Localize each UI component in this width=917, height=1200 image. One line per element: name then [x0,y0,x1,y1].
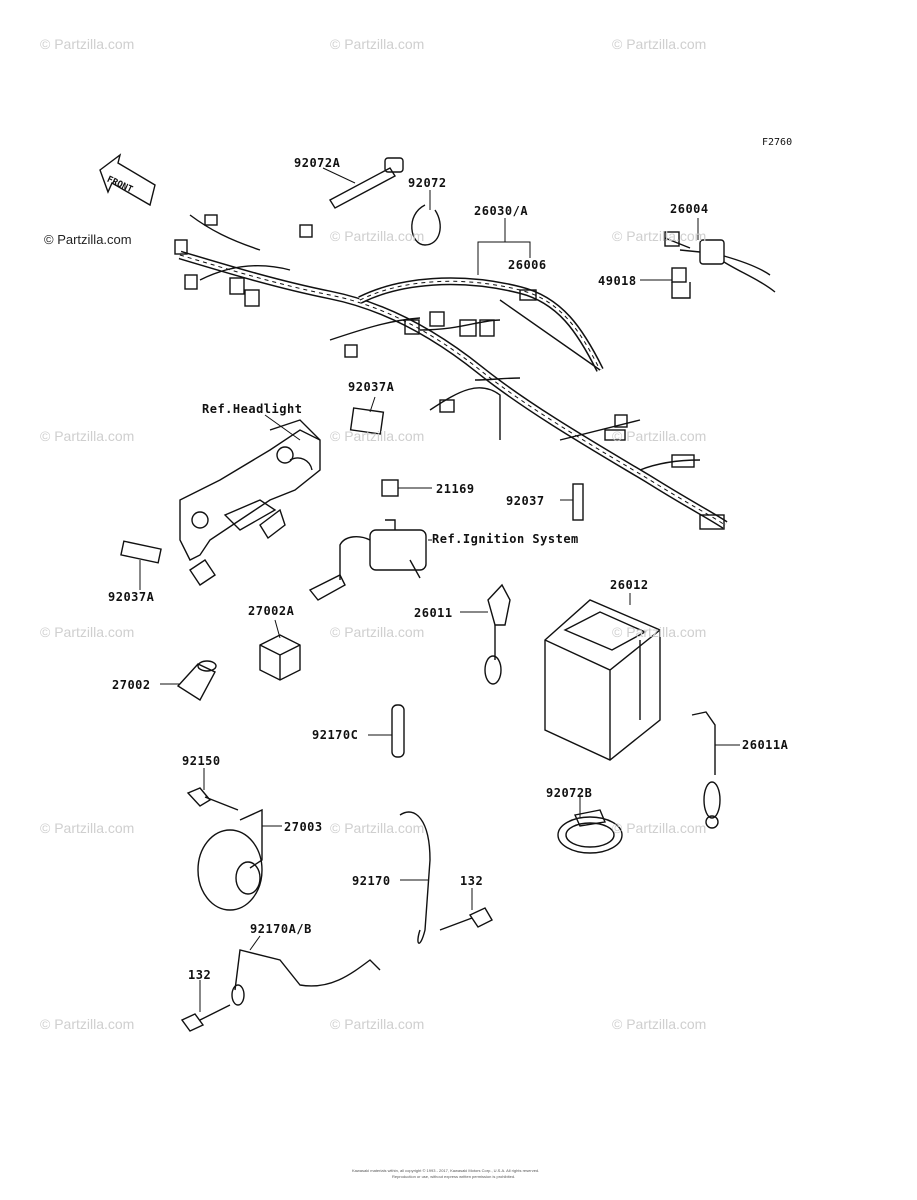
relay-27002A [259,634,301,681]
band-92037 [572,483,584,521]
battery-26012 [544,599,661,761]
callout-26006: 26006 [508,258,547,272]
copyright-line-2: Reproduction or use, without express wri… [392,1174,516,1179]
band-92037A-bottom [120,540,162,564]
callout-ref-headlight: Ref.Headlight [202,402,303,416]
callout-132-right: 132 [460,874,484,888]
stay-92170C [391,704,405,758]
callout-27002: 27002 [112,678,151,692]
callout-26011A: 26011A [742,738,789,752]
callout-27002A: 27002A [248,604,295,618]
stay-92170AB [231,949,381,1006]
bolt-132-right [439,907,493,931]
stay-92170 [399,811,431,944]
part-49018 [671,267,691,299]
wire-harness-26030 [174,214,728,530]
callout-92072: 92072 [408,176,447,190]
watermark: © Partzilla.com [330,624,425,640]
watermark: © Partzilla.com [330,820,425,836]
callout-26004: 26004 [670,202,709,216]
watermark: © Partzilla.com [40,1016,135,1032]
bolt-132-left [180,1004,231,1032]
callout-49018: 49018 [598,274,637,288]
clamp-92072B [557,809,623,854]
watermark: © Partzilla.com [40,36,135,52]
watermark: © Partzilla.com [330,36,425,52]
clamp-92072 [411,204,441,246]
callout-21169: 21169 [436,482,475,496]
watermark: © Partzilla.com [612,1016,707,1032]
relay-26004 [664,231,776,293]
watermark: © Partzilla.com [612,228,707,244]
callout-92150: 92150 [182,754,221,768]
watermark: © Partzilla.com [40,624,135,640]
callout-26030A: 26030/A [474,204,529,218]
watermark: © Partzilla.com [330,228,425,244]
callout-26011: 26011 [414,606,453,620]
callout-92037A-bottom: 92037A [108,590,155,604]
band-92037A-top [349,407,385,435]
headlight-bracket [179,419,321,586]
watermark: © Partzilla.com [612,428,707,444]
front-arrow-icon [99,153,156,207]
figure-id: F2760 [762,137,793,148]
callout-92072B: 92072B [546,786,593,800]
watermark: © Partzilla.com [612,820,707,836]
ignition-coil [308,519,427,601]
watermark: © Partzilla.com [40,820,135,836]
callout-ref-ignition: Ref.Ignition System [432,532,579,546]
part-21169 [381,479,399,497]
callout-92170AB: 92170A/B [250,922,312,936]
watermark: © Partzilla.com [40,428,135,444]
callout-92037: 92037 [506,494,545,508]
watermark: © Partzilla.com [612,36,707,52]
callout-26012: 26012 [610,578,649,592]
cable-tie-92072A [329,157,404,209]
callout-132-left: 132 [188,968,212,982]
callout-92170C: 92170C [312,728,359,742]
battery-cable-26011 [484,583,511,685]
watermark: © Partzilla.com [330,1016,425,1032]
copyright-line-1: Kawasaki materials within, all copyright… [352,1168,540,1173]
battery-cable-26011A [691,711,721,829]
bolt-92150 [186,787,239,811]
watermark-main: © Partzilla.com [44,232,132,247]
callout-92037A-top: 92037A [348,380,395,394]
part-27002 [176,660,217,701]
callout-92170: 92170 [352,874,391,888]
callout-27003: 27003 [284,820,323,834]
callout-92072A: 92072A [294,156,341,170]
horn-27003 [197,808,263,911]
watermark: © Partzilla.com [612,624,707,640]
watermark: © Partzilla.com [330,428,425,444]
